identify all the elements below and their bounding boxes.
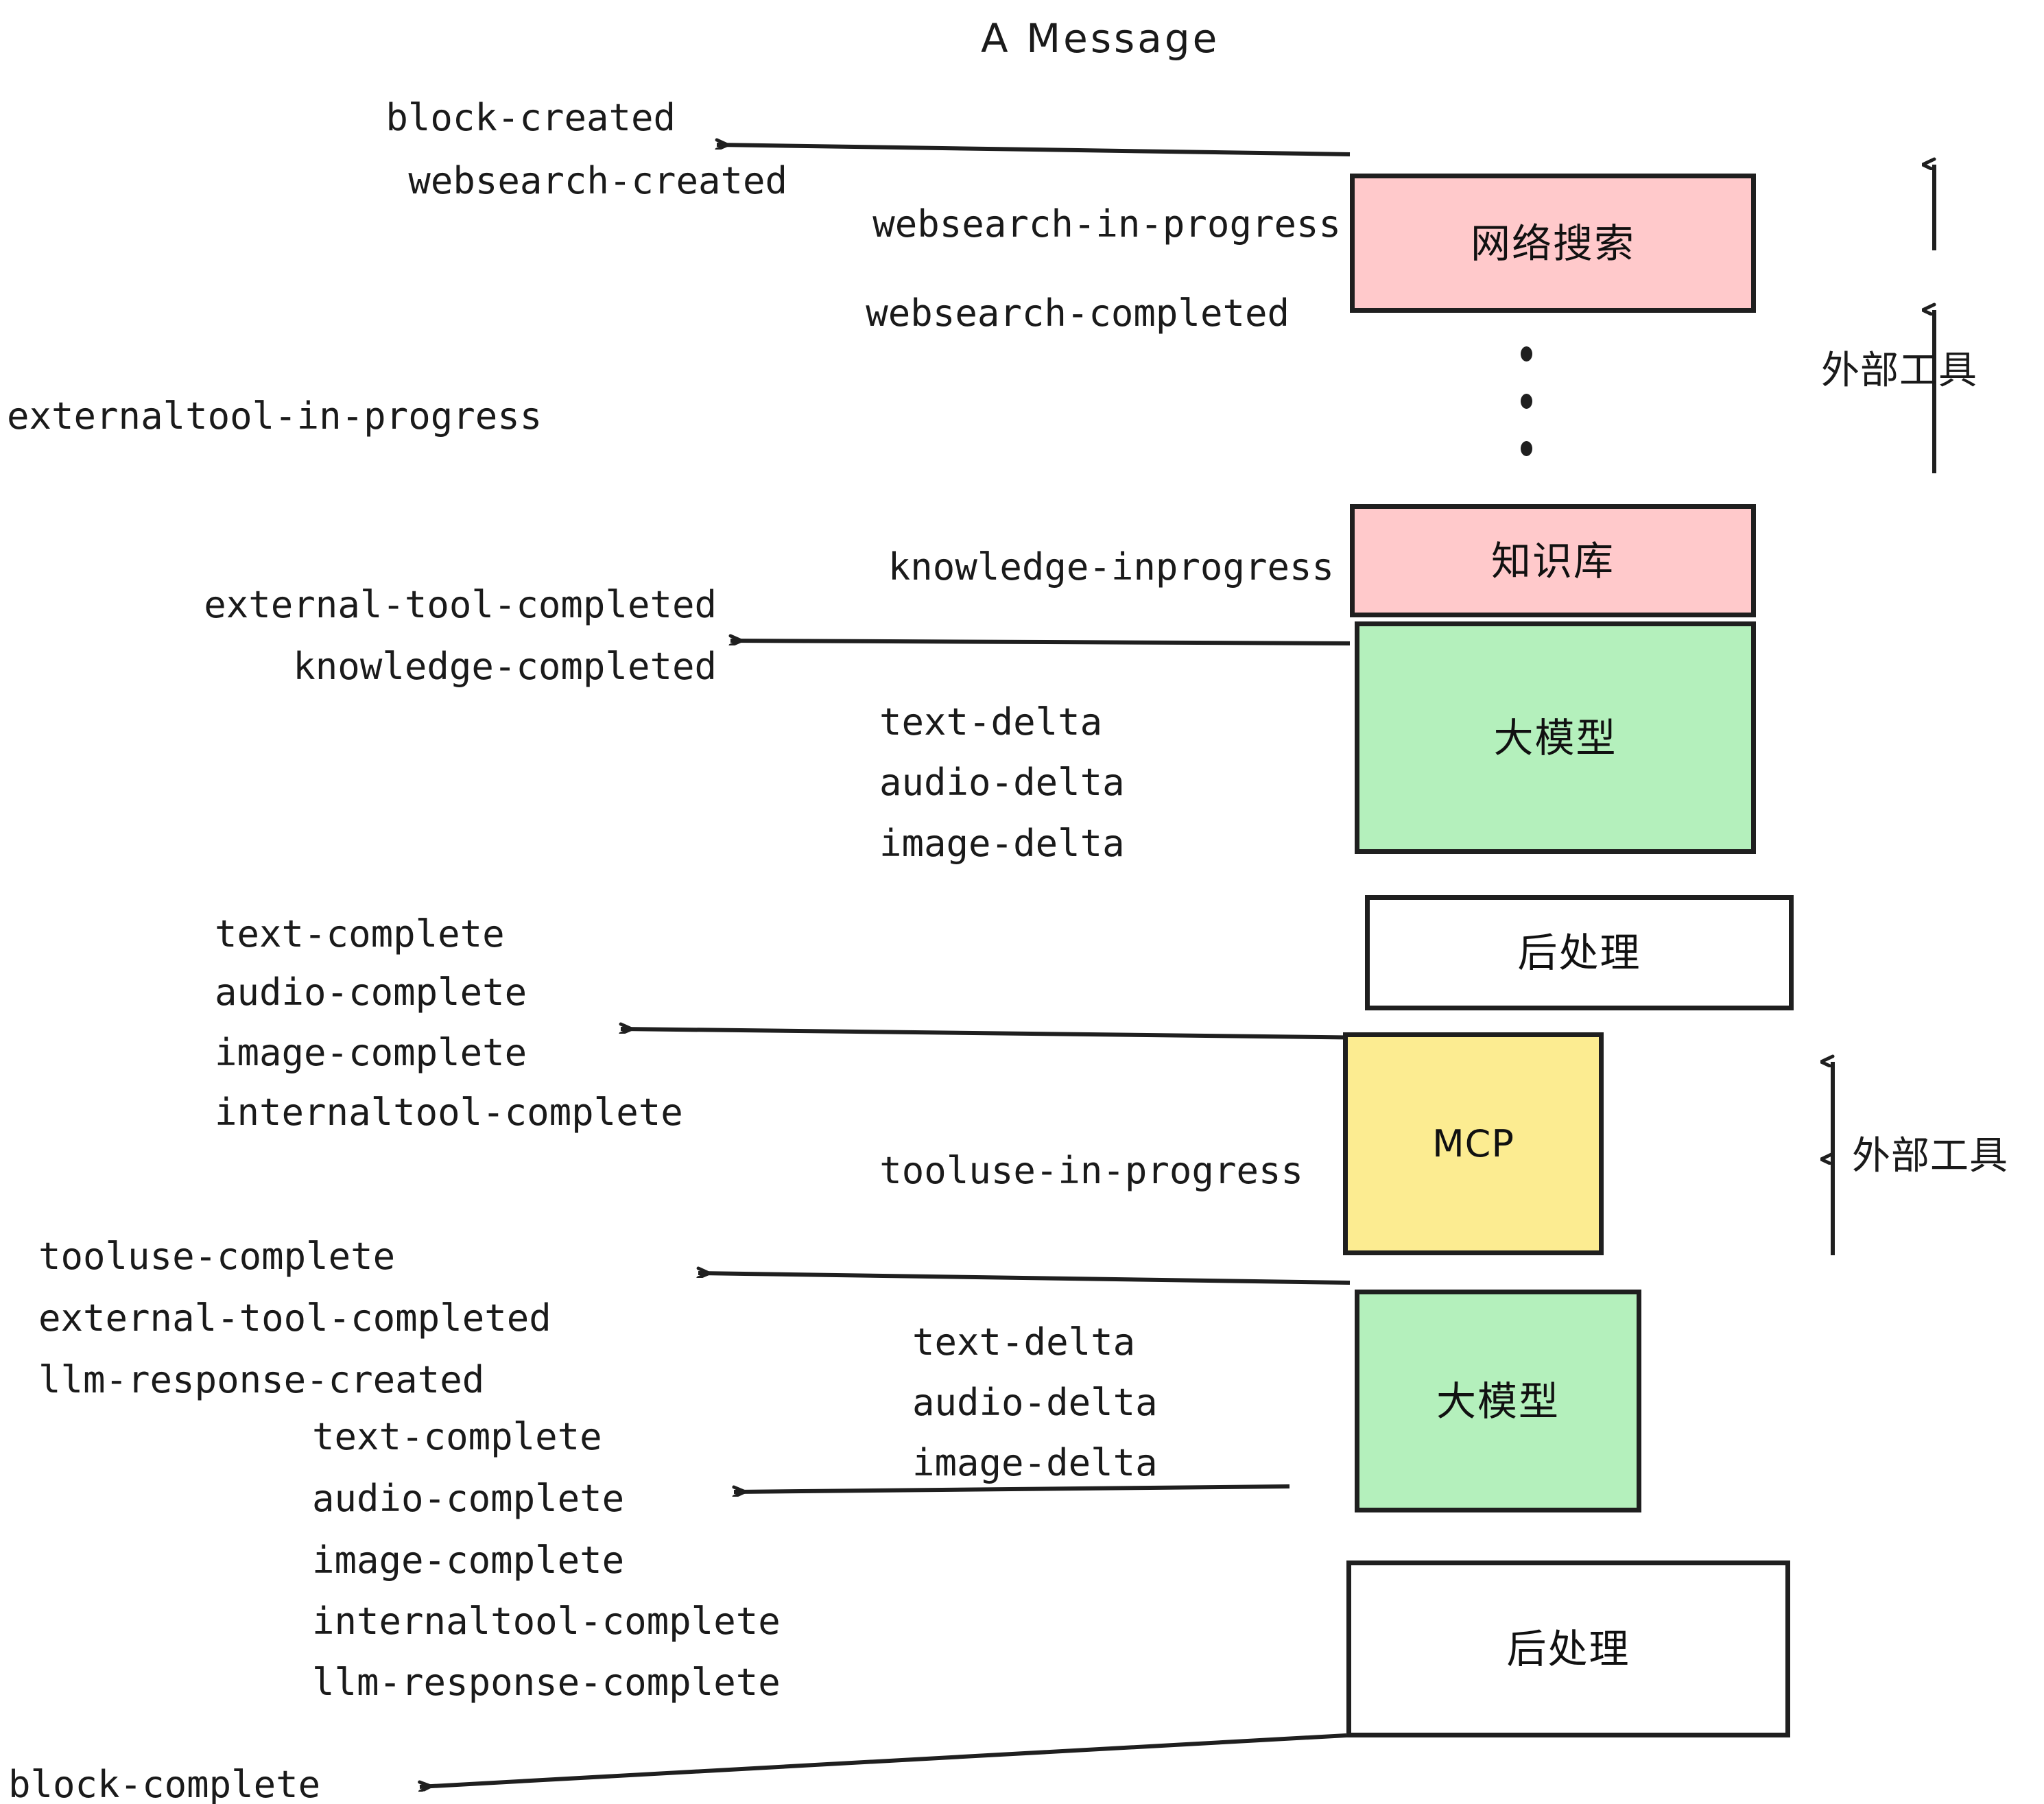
arrow-block-created [717,145,1351,156]
event-text-delta-2: text-delta [912,1320,1136,1364]
arrow-knowledge-completed [730,641,1351,643]
box-llm-bottom[interactable]: 大模型 [1355,1290,1641,1512]
event-image-delta-1: image-delta [879,822,1125,865]
event-llm-response-complete: llm-response-complete [312,1661,781,1704]
event-text-complete-2: text-complete [312,1415,602,1458]
label-external-tools-top: 外部工具 [1821,348,1977,393]
event-audio-complete-1: audio-complete [215,971,527,1014]
event-websearch-completed: websearch-completed [866,292,1290,335]
diagram-title: A Message [981,15,1220,62]
event-external-tool-completed-2: external-tool-completed [38,1296,551,1340]
box-mcp[interactable]: MCP [1343,1032,1604,1255]
box-knowledge[interactable]: 知识库 [1350,504,1756,617]
event-audio-complete-2: audio-complete [312,1477,625,1520]
event-tooluse-in-progress: tooluse-in-progress [879,1149,1303,1192]
label-external-tools-bottom: 外部工具 [1852,1134,2008,1178]
box-websearch[interactable]: 网络搜索 [1350,174,1756,313]
box-knowledge-label: 知识库 [1490,537,1615,584]
arrow-block-complete [420,1733,1347,1787]
box-postprocess-bottom[interactable]: 后处理 [1346,1560,1790,1737]
arrow-image-complete [621,1029,1379,1040]
ellipsis-dot [1520,346,1532,361]
box-llm-top-label: 大模型 [1493,714,1617,761]
event-block-created: block-created [385,96,676,139]
ellipsis-dot [1520,394,1532,409]
event-audio-delta-2: audio-delta [912,1381,1158,1424]
box-postprocess-top[interactable]: 后处理 [1365,895,1794,1010]
vertical-ellipsis [1519,346,1533,456]
event-tooluse-complete: tooluse-complete [38,1235,396,1278]
ellipsis-dot [1520,441,1532,456]
event-block-complete: block-complete [8,1763,321,1804]
event-internaltool-complete-1: internaltool-complete [215,1091,683,1134]
event-image-complete-1: image-complete [215,1031,527,1074]
event-external-tool-completed-1: external-tool-completed [204,583,717,626]
box-postprocess-bottom-label: 后处理 [1506,1626,1630,1672]
event-externaltool-in-progress: externaltool-in-progress [7,394,543,438]
event-knowledge-completed: knowledge-completed [293,645,717,688]
event-llm-response-created: llm-response-created [38,1358,485,1401]
box-websearch-label: 网络搜索 [1470,219,1635,267]
event-image-delta-2: image-delta [912,1441,1158,1484]
box-postprocess-top-label: 后处理 [1517,929,1641,976]
box-mcp-label: MCP [1432,1121,1514,1165]
event-image-complete-2: image-complete [312,1539,625,1582]
event-audio-delta-1: audio-delta [879,761,1125,804]
event-knowledge-inprogress: knowledge-inprogress [888,545,1334,589]
box-llm-bottom-label: 大模型 [1436,1377,1560,1425]
arrow-audio-complete [734,1484,1290,1492]
event-text-complete-1: text-complete [215,912,505,956]
event-text-delta-1: text-delta [879,700,1103,744]
arrow-tooluse-complete [698,1273,1351,1285]
box-llm-top[interactable]: 大模型 [1355,621,1756,854]
event-internaltool-complete-2: internaltool-complete [312,1600,781,1643]
event-websearch-created: websearch-created [408,159,787,202]
event-websearch-in-progress: websearch-in-progress [872,202,1341,246]
